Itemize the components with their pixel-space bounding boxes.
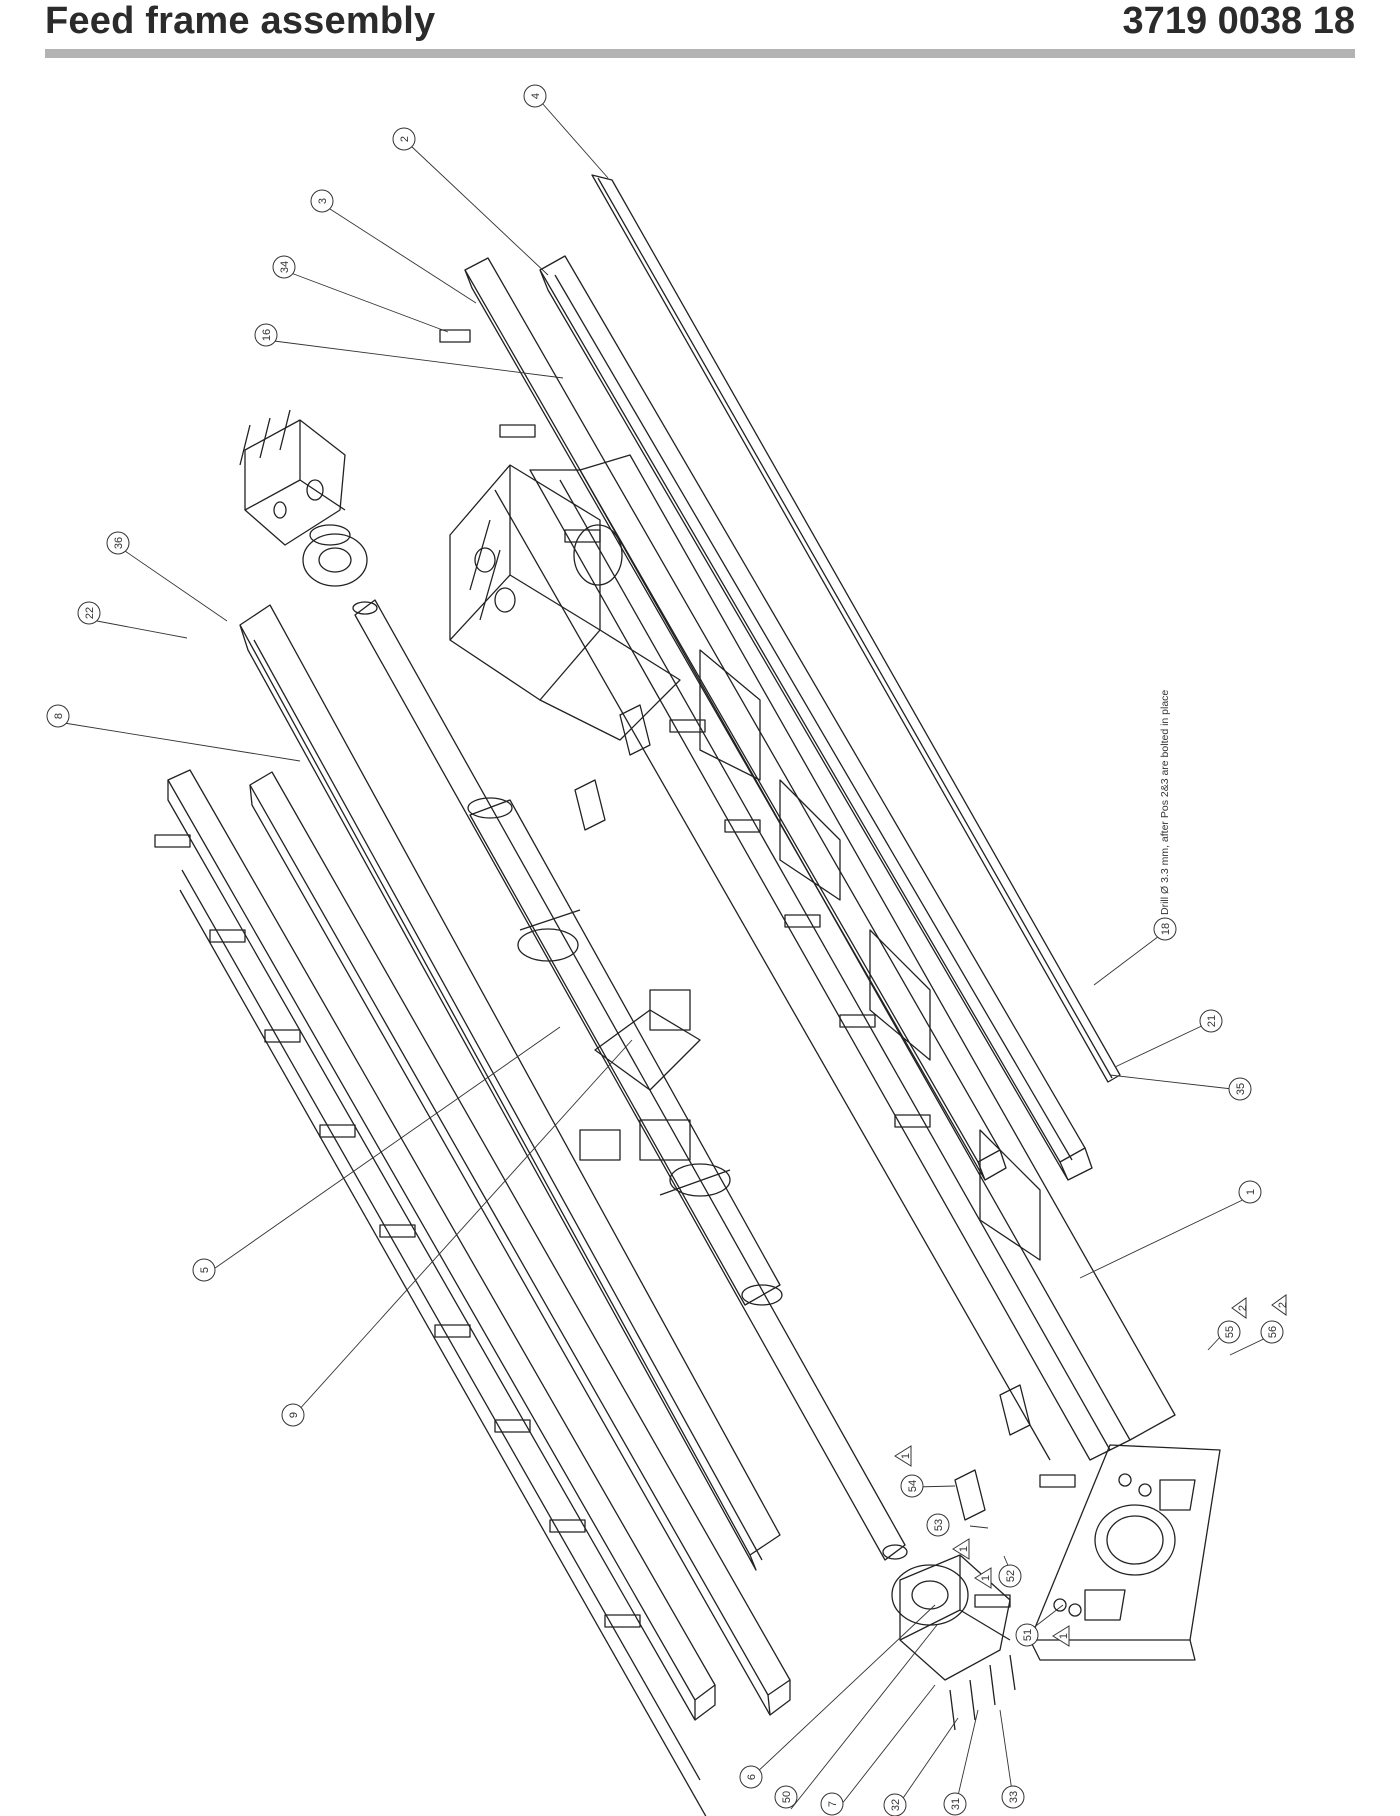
svg-text:1: 1 [1245, 1189, 1257, 1195]
callout-6: 6 [739, 1765, 763, 1789]
svg-text:4: 4 [530, 93, 542, 99]
svg-text:7: 7 [827, 1801, 839, 1807]
callout-7: 7 [820, 1792, 844, 1816]
svg-text:33: 33 [1008, 1791, 1020, 1803]
callout-36: 36 [106, 531, 130, 555]
svg-text:16: 16 [261, 329, 273, 341]
callout-53: 53 [926, 1513, 950, 1537]
callout-34: 34 [272, 255, 296, 279]
rail-4 [591, 174, 1121, 1083]
cone-plug-54 [954, 1469, 986, 1521]
svg-text:1: 1 [958, 1546, 970, 1552]
callout-55: 55 [1217, 1320, 1241, 1344]
svg-text:8: 8 [53, 713, 65, 719]
callout-51: 51 [1015, 1623, 1039, 1647]
callout-18: 18 [1153, 917, 1177, 941]
callout-56: 56 [1260, 1320, 1284, 1344]
svg-text:1: 1 [980, 1575, 992, 1581]
page-header: Feed frame assembly 3719 0038 18 [45, 0, 1355, 56]
callout-9: 9 [281, 1403, 305, 1427]
svg-text:31: 31 [950, 1798, 962, 1810]
callout-3: 3 [310, 189, 334, 213]
svg-text:53: 53 [933, 1519, 945, 1531]
svg-text:36: 36 [113, 537, 125, 549]
rod-9 [354, 599, 906, 1561]
callout-21: 21 [1199, 1009, 1223, 1033]
svg-text:2: 2 [1237, 1305, 1249, 1311]
svg-text:9: 9 [288, 1412, 300, 1418]
svg-text:5: 5 [199, 1267, 211, 1273]
callout-54: 54 [900, 1474, 924, 1498]
rail-5 [167, 769, 716, 1701]
svg-text:1: 1 [900, 1453, 912, 1459]
callout-8: 8 [46, 704, 70, 728]
cylinder-barrel [469, 799, 781, 1306]
callout-1: 1 [1238, 1180, 1262, 1204]
revision-marks: 2 2 1 1 1 1 [894, 1294, 1289, 1647]
callout-4: 4 [523, 84, 547, 108]
leader-lines [63, 102, 1273, 1815]
svg-text:54: 54 [907, 1480, 919, 1492]
svg-text:21: 21 [1206, 1015, 1218, 1027]
drill-note: Drill Ø 3.3 mm, after Pos 2&3 are bolted… [1159, 690, 1171, 915]
frame-body-1 [529, 469, 1131, 1461]
svg-text:1: 1 [1058, 1633, 1070, 1639]
part-number: 3719 0038 18 [1122, 0, 1355, 42]
svg-text:22: 22 [84, 607, 96, 619]
svg-text:34: 34 [279, 261, 291, 273]
svg-text:18: 18 [1160, 923, 1172, 935]
callout-35: 35 [1228, 1077, 1252, 1101]
svg-text:56: 56 [1267, 1326, 1279, 1338]
callout-16: 16 [254, 323, 278, 347]
assembly-linework [154, 174, 1221, 1816]
revision-triangle: 1 [974, 1567, 992, 1589]
callout-5: 5 [192, 1258, 216, 1282]
svg-text:52: 52 [1005, 1570, 1017, 1582]
svg-text:6: 6 [746, 1774, 758, 1780]
svg-text:51: 51 [1022, 1629, 1034, 1641]
header-rule [45, 49, 1355, 58]
callouts: 4 2 3 34 16 36 22 8 18 21 35 1 5 9 55 56… [46, 84, 1284, 1816]
rail-2 [539, 255, 1086, 1163]
svg-text:55: 55 [1224, 1326, 1236, 1338]
callout-32: 32 [883, 1793, 907, 1816]
svg-text:3: 3 [317, 198, 329, 204]
revision-triangle: 1 [1052, 1625, 1070, 1647]
page-title: Feed frame assembly [45, 0, 436, 42]
revision-triangle: 2 [1231, 1297, 1249, 1319]
bolt-set [154, 329, 1076, 1628]
cone-plug-upper [619, 704, 651, 756]
callout-2: 2 [392, 127, 416, 151]
svg-text:50: 50 [781, 1791, 793, 1803]
revision-triangle: 1 [894, 1445, 912, 1467]
callout-50: 50 [774, 1785, 798, 1809]
callout-22: 22 [77, 601, 101, 625]
tube-8 [239, 604, 781, 1556]
callout-31: 31 [943, 1792, 967, 1816]
revision-triangle: 1 [952, 1538, 970, 1560]
callout-33: 33 [1001, 1785, 1025, 1809]
revision-triangle: 2 [1271, 1294, 1289, 1316]
svg-text:2: 2 [399, 136, 411, 142]
svg-text:32: 32 [890, 1799, 902, 1811]
yoke-bracket [594, 1009, 701, 1091]
svg-text:35: 35 [1235, 1083, 1247, 1095]
svg-text:2: 2 [1277, 1302, 1289, 1308]
callout-52: 52 [998, 1564, 1022, 1588]
